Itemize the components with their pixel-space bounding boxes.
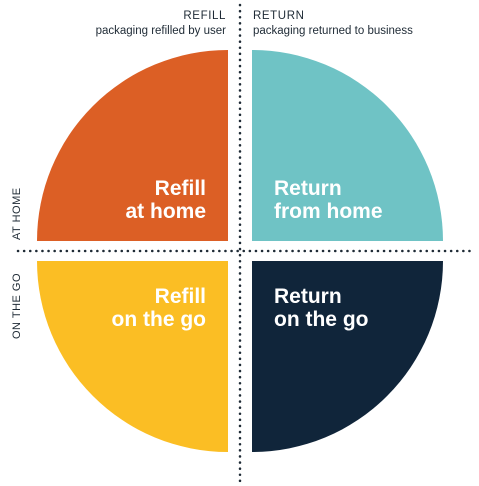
header-return-subtitle: packaging returned to business: [253, 25, 413, 37]
quadrant-label-return-on-the-go: Return on the go: [274, 285, 368, 331]
wedge-return-from-home: [252, 50, 443, 241]
wedge-refill-at-home: [37, 50, 228, 241]
header-refill-subtitle: packaging refilled by user: [95, 25, 226, 37]
wedge-refill-on-the-go: [37, 261, 228, 452]
side-label-on-the-go: ON THE GO: [11, 272, 23, 339]
quadrant-label-line2: on the go: [274, 308, 369, 331]
header-return: RETURN packaging returned to business: [253, 9, 413, 39]
header-refill: REFILL packaging refilled by user: [96, 9, 226, 39]
quadrant-label-line2: from home: [274, 200, 383, 223]
wedge-return-on-the-go: [252, 261, 443, 452]
quadrant-label-line1: Refill: [154, 177, 206, 200]
header-return-title: RETURN: [253, 10, 305, 22]
quadrant-label-line2: at home: [125, 200, 206, 223]
quadrant-label-return-from-home: Return from home: [274, 177, 383, 223]
quadrant-label-line1: Return: [274, 177, 342, 200]
header-refill-title: REFILL: [183, 10, 226, 22]
quadrant-label-refill-at-home: Refill at home: [125, 177, 206, 223]
quadrant-label-refill-on-the-go: Refill on the go: [112, 285, 206, 331]
side-label-at-home: AT HOME: [11, 187, 23, 240]
quadrant-label-line2: on the go: [111, 308, 206, 331]
quadrant-label-line1: Refill: [154, 285, 206, 308]
quadrant-label-line1: Return: [274, 285, 342, 308]
